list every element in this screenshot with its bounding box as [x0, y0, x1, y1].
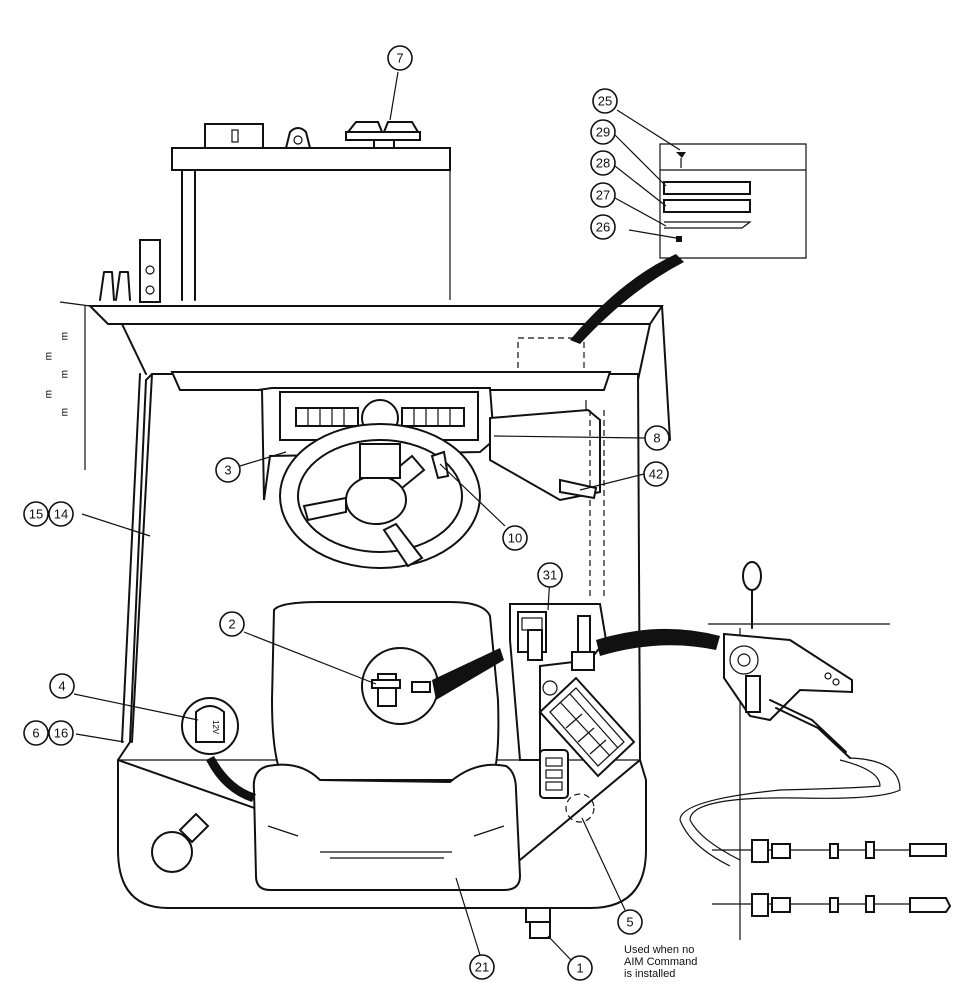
callout-31: 31 — [537, 562, 563, 588]
callout-29-label: 29 — [596, 125, 610, 140]
installation-note: Used when no AIM Command is installed — [624, 944, 754, 980]
callout-29: 29 — [590, 119, 616, 145]
note-line-3: is installed — [624, 968, 676, 980]
callout-1: 1 — [567, 955, 593, 981]
note-line-1: Used when no — [624, 944, 695, 956]
callout-27-label: 27 — [596, 188, 610, 203]
callout-4-label: 4 — [58, 679, 65, 694]
callout-42-label: 42 — [649, 467, 663, 482]
callout-3: 3 — [215, 457, 241, 483]
callout-4: 4 — [49, 673, 75, 699]
seat — [252, 601, 522, 891]
callout-28-label: 28 — [596, 156, 610, 171]
callout-14: 14 — [48, 501, 74, 527]
leader-lines — [73, 71, 681, 961]
control-panel — [509, 603, 720, 823]
svg-text:ɯ: ɯ — [43, 352, 54, 360]
callout-5: 5 — [617, 909, 643, 935]
callout-10-label: 10 — [508, 531, 522, 546]
seat-switch-detail — [361, 647, 504, 725]
callout-14-label: 14 — [54, 507, 68, 522]
right-pillar — [559, 400, 605, 600]
dash-shelf: ɯ ɯ ɯ ɯ ɯ — [43, 301, 671, 470]
callout-7-label: 7 — [396, 51, 403, 66]
callout-5-label: 5 — [626, 915, 633, 930]
callout-28: 28 — [590, 150, 616, 176]
callout-27: 27 — [590, 182, 616, 208]
callout-26: 26 — [590, 214, 616, 240]
callout-31-label: 31 — [543, 568, 557, 583]
steering-wheel — [279, 423, 481, 569]
callout-25: 25 — [592, 88, 618, 114]
callout-10: 10 — [502, 525, 528, 551]
shifter-detail — [679, 561, 952, 940]
roof-structure — [99, 123, 451, 303]
callout-7: 7 — [387, 45, 413, 71]
outlet-label: 12V — [211, 720, 220, 735]
callout-15-label: 15 — [29, 507, 43, 522]
note-line-2: AIM Command — [624, 956, 698, 968]
fastener-detail — [570, 143, 807, 344]
power-outlet: 12V — [181, 697, 256, 802]
callout-21-label: 21 — [475, 960, 489, 975]
svg-text:ɯ: ɯ — [59, 332, 70, 340]
callout-42: 42 — [643, 461, 669, 487]
callout-16: 16 — [48, 720, 74, 746]
callout-2-label: 2 — [228, 617, 235, 632]
callout-8: 8 — [644, 425, 670, 451]
callout-8-label: 8 — [653, 431, 660, 446]
callout-3-label: 3 — [224, 463, 231, 478]
callout-16-label: 16 — [54, 726, 68, 741]
bottom-plug — [525, 907, 551, 939]
svg-text:ɯ: ɯ — [59, 408, 70, 416]
callout-6-label: 6 — [32, 726, 39, 741]
twin-connector — [345, 121, 421, 149]
callout-1-label: 1 — [576, 961, 583, 976]
svg-text:ɯ: ɯ — [43, 390, 54, 398]
callout-15: 15 — [23, 501, 49, 527]
svg-text:ɯ: ɯ — [59, 370, 70, 378]
callout-2: 2 — [219, 611, 245, 637]
callout-6: 6 — [23, 720, 49, 746]
callout-21: 21 — [469, 954, 495, 980]
callout-25-label: 25 — [598, 94, 612, 109]
callout-26-label: 26 — [596, 220, 610, 235]
